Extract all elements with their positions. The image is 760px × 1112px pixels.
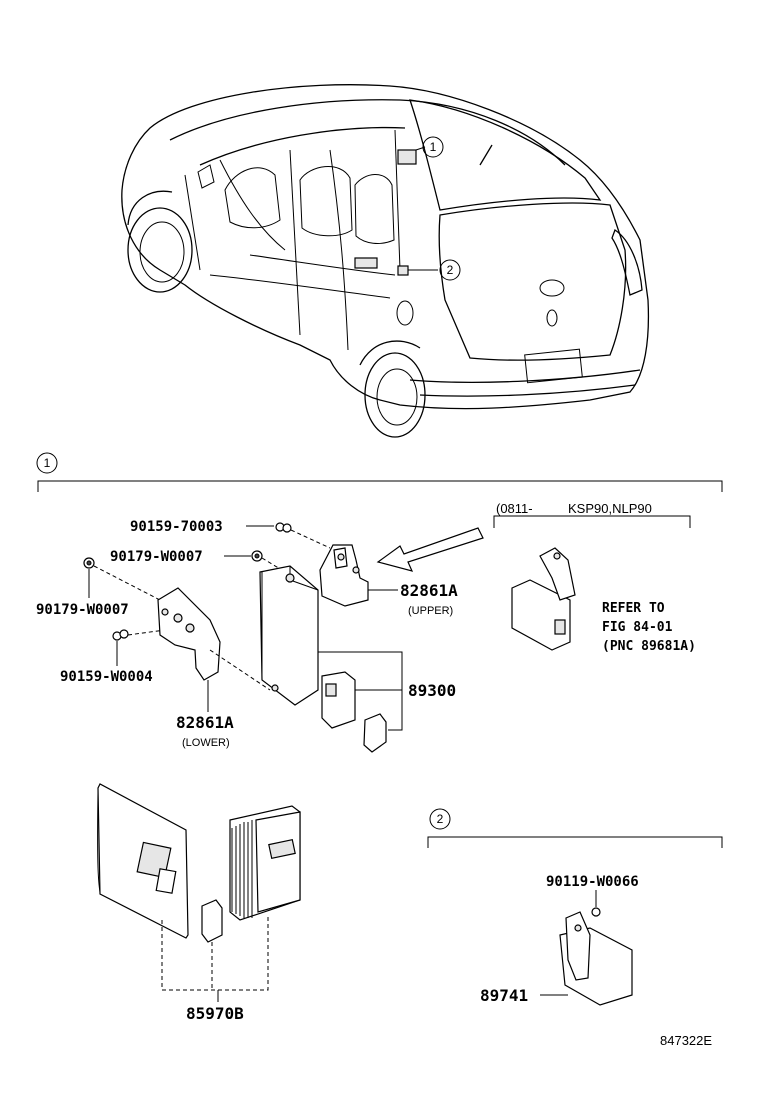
bracket-82861a-upper	[319, 544, 398, 607]
section-2-callout: 2	[437, 812, 444, 826]
refer-line-1: REFER TO	[602, 601, 665, 616]
refer-line-2: FIG 84-01	[602, 620, 673, 635]
part-number-82861a-lower: 82861A	[176, 713, 234, 732]
lower-note: (LOWER)	[182, 737, 230, 749]
car-illustration	[121, 84, 650, 438]
variant-bracket: (0811- KSP90,NLP90	[493, 501, 691, 528]
part-number-89741: 89741	[480, 986, 528, 1005]
section-1-header: 1	[36, 452, 723, 492]
screw-90119-w0066	[591, 890, 601, 917]
car-callout-2: 2	[439, 259, 461, 281]
bolt-90159-w0004	[112, 629, 166, 666]
part-number-90119-w0066: 90119-W0066	[546, 874, 639, 890]
part-number-90179-w0007-top: 90179-W0007	[110, 549, 203, 565]
part-number-90179-w0007-left: 90179-W0007	[36, 602, 129, 618]
car-callout-1: 1	[422, 136, 444, 158]
bracket-82861a-lower	[157, 587, 271, 712]
part-number-89300: 89300	[408, 681, 456, 700]
diagram-code: 847322E	[660, 1033, 712, 1048]
variant-range: (0811-	[496, 501, 533, 516]
variant-models: KSP90,NLP90	[568, 501, 652, 516]
car-callout-2-label: 2	[447, 263, 454, 277]
upper-note: (UPPER)	[408, 605, 453, 617]
manual-kit-85970b	[97, 783, 301, 1002]
section-1-callout: 1	[44, 456, 51, 470]
part-number-90159-70003: 90159-70003	[130, 519, 223, 535]
module-89300	[259, 565, 319, 706]
nut-90179-w0007-top	[224, 550, 291, 576]
part-number-82861a-upper: 82861A	[400, 581, 458, 600]
nut-90179-w0007-left	[83, 557, 161, 601]
part-number-85970b: 85970B	[186, 1004, 244, 1023]
car-callout-1-label: 1	[430, 140, 437, 154]
refer-line-3: (PNC 89681A)	[602, 639, 696, 654]
transmitter-89300	[321, 671, 387, 753]
part-number-90159-w0004: 90159-W0004	[60, 669, 153, 685]
variant-module	[511, 547, 576, 651]
bolt-90159-70003	[246, 522, 331, 549]
module-89741	[540, 911, 633, 1006]
pointer-arrow	[376, 527, 484, 572]
section-2-header: 2	[427, 808, 723, 848]
